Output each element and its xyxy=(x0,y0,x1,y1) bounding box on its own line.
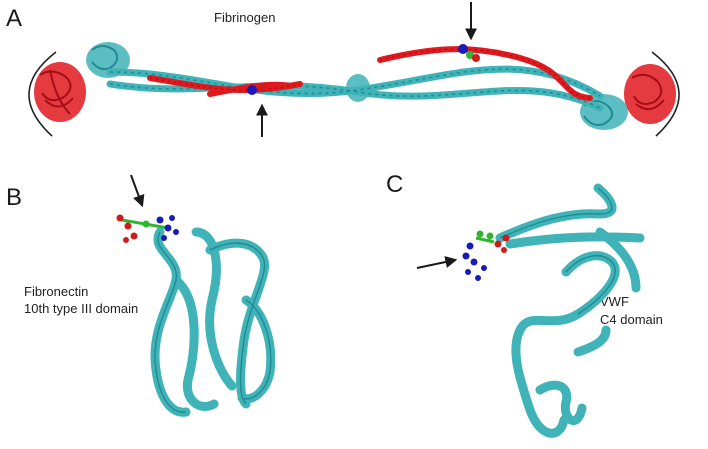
panel-b-letter: B xyxy=(6,184,22,211)
panel-b-label-line2: 10th type III domain xyxy=(24,301,138,316)
panel-c-label-line1: VWF xyxy=(600,294,629,309)
right-bracket xyxy=(651,51,680,137)
right-red-domain xyxy=(624,64,676,124)
left-red-domain xyxy=(34,62,86,122)
motif-c xyxy=(462,230,510,281)
arrow-down-icon xyxy=(130,174,145,208)
panel-a-letter: A xyxy=(6,5,22,32)
coiled-coil-cyan-stripes xyxy=(109,68,601,109)
fibronectin-ribbon xyxy=(150,227,276,417)
motif-b xyxy=(116,214,179,243)
vwf-ribbon xyxy=(495,183,645,438)
vwf-ribbon-edges xyxy=(499,187,616,315)
coiled-coil-red-stripes xyxy=(149,48,591,99)
left-bracket xyxy=(28,51,57,137)
fibronectin-ribbon-edges xyxy=(154,231,272,413)
panel-a-title: Fibrinogen xyxy=(214,10,275,25)
motif-a-top xyxy=(458,44,480,62)
panel-b: B Fibronectin 10th type III domain xyxy=(6,174,276,417)
panel-c: C VWF C4 domain xyxy=(386,171,663,438)
arrow-right-icon xyxy=(416,256,458,269)
motif-a-left xyxy=(247,84,266,95)
panel-b-label-line1: Fibronectin xyxy=(24,284,88,299)
panel-a: A Fibrinogen xyxy=(6,2,680,137)
panel-c-letter: C xyxy=(386,171,403,198)
panel-c-label-line2: C4 domain xyxy=(600,312,663,327)
